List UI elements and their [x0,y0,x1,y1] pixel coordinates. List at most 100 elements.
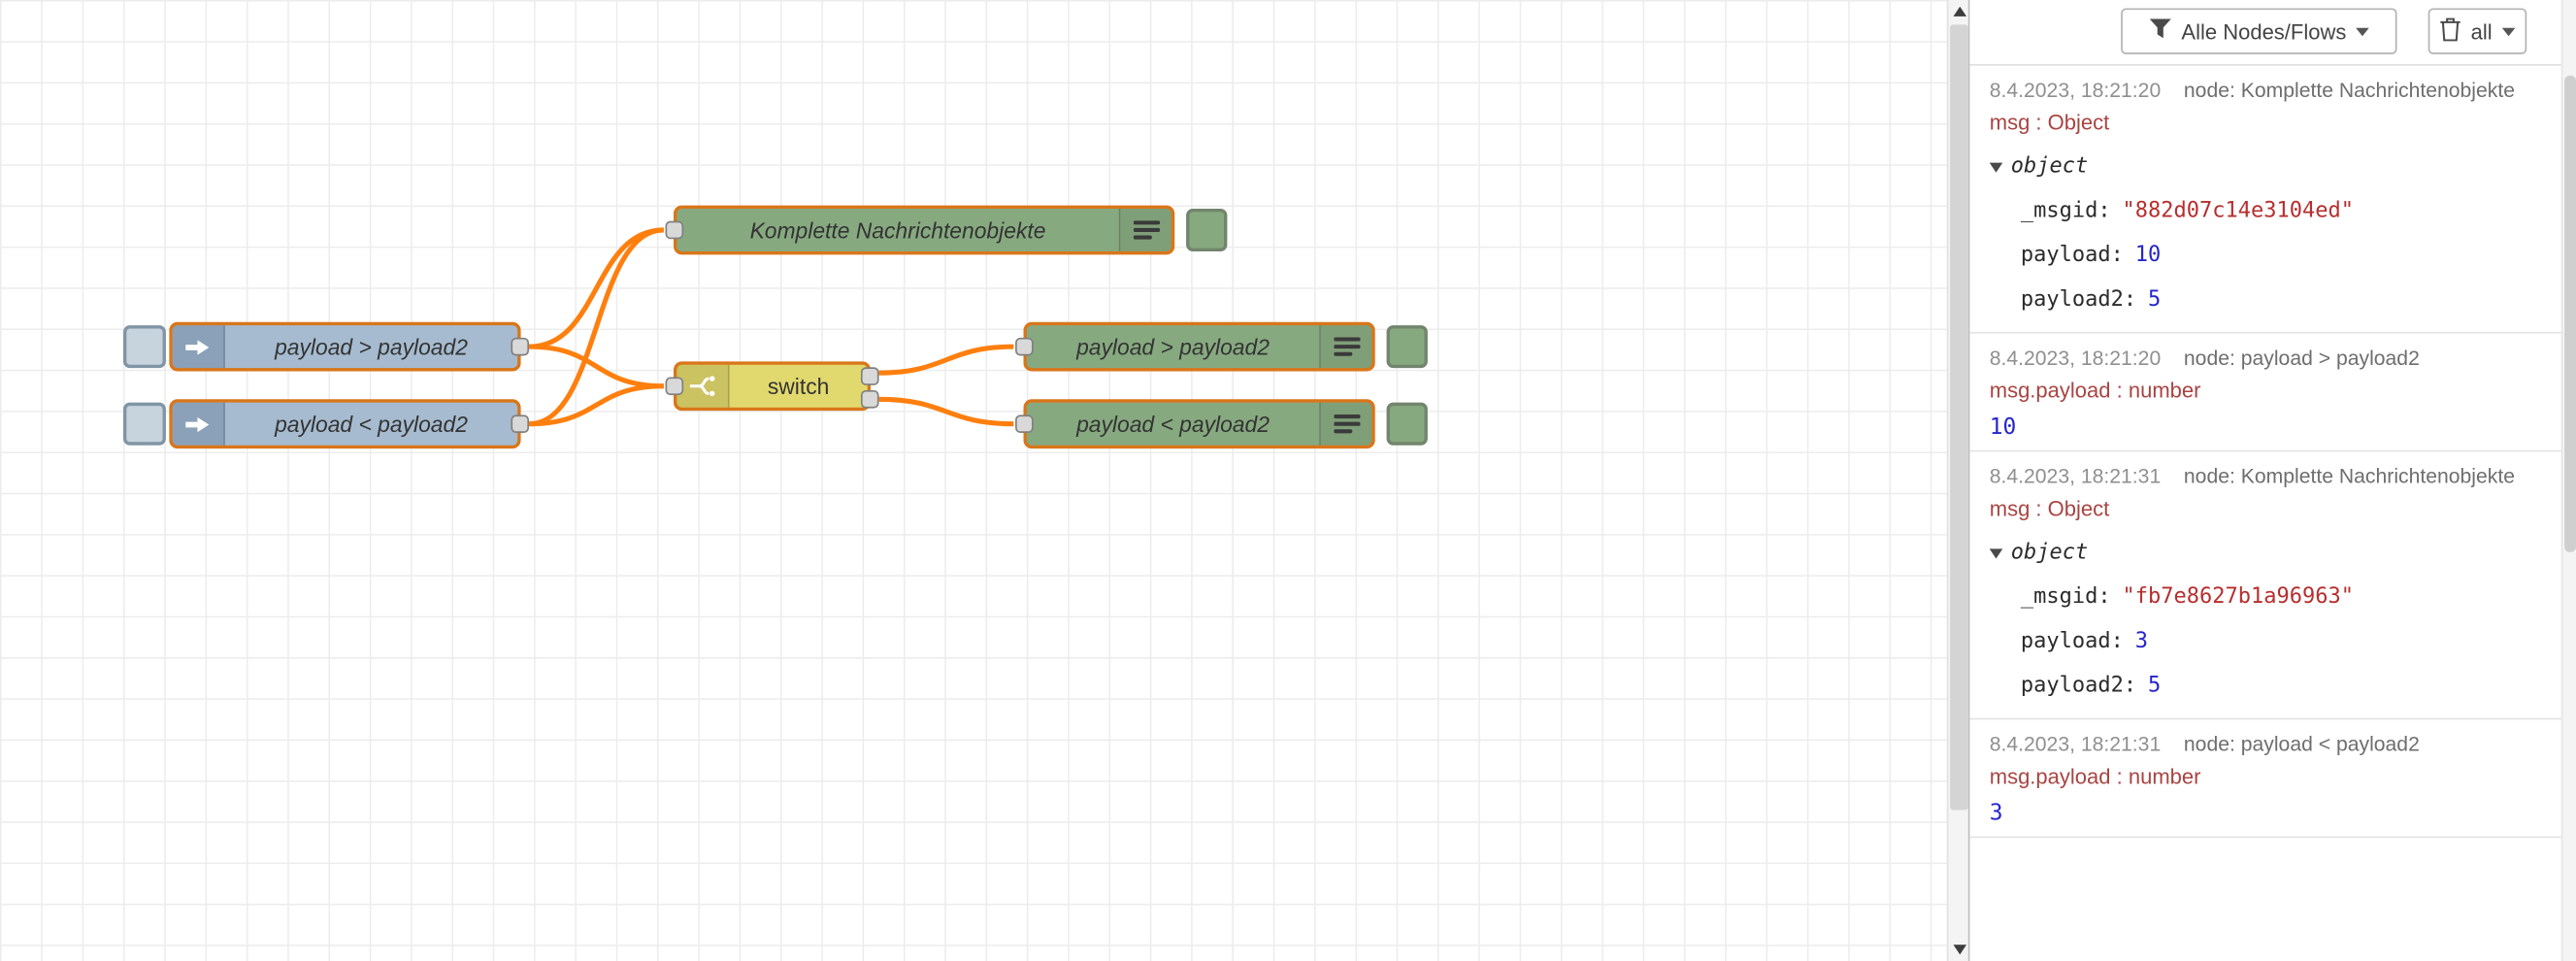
message-source-node: node: payload > payload2 [2183,347,2420,370]
wire[interactable] [528,227,664,427]
property-key: payload2: [2020,287,2137,313]
debug-enable-toggle[interactable] [1386,325,1428,369]
node-switch[interactable]: switch [665,361,879,412]
message-timestamp: 8.4.2023, 18:21:31 [1989,465,2162,488]
object-tree: object _msgid: "fb7e8627b1a96963" payloa… [1989,531,2538,709]
debug-icon [1319,402,1372,446]
inject-icon [172,325,225,369]
property-row: _msgid: "882d07c14e3104ed" [1990,189,2538,234]
scrollbar-thumb[interactable] [2564,75,2576,552]
property-value: 3 [2134,629,2148,654]
scrollbar-thumb[interactable] [1950,24,1968,811]
property-value: 10 [2134,243,2162,268]
node-output-port[interactable] [511,337,530,356]
object-root-row[interactable]: object [1989,145,2538,189]
message-meta: 8.4.2023, 18:21:20 node: Komplette Nachr… [1990,79,2538,102]
node-output-port-1[interactable] [860,367,879,385]
trash-icon [2440,17,2461,46]
debug-message: 8.4.2023, 18:21:31 node: Komplette Nachr… [1969,451,2561,720]
wire[interactable] [529,383,664,427]
property-value: "882d07c14e3104ed" [2122,198,2354,224]
scroll-down-arrow[interactable] [1948,938,1969,961]
node-inject-less[interactable]: payload < payload2 [169,399,530,449]
sidebar-scrollbar[interactable] [2560,0,2576,961]
message-source-node: node: Komplette Nachrichtenobjekte [2183,79,2516,102]
node-debug-greater[interactable]: payload > payload2 [1015,321,1375,372]
node-label: payload < payload2 [275,411,468,437]
node-debug-less[interactable]: payload < payload2 [1015,399,1375,449]
clear-messages-button[interactable]: all [2427,8,2527,54]
message-path: msg : Object [1989,110,2110,135]
property-key: _msgid: [2020,198,2111,224]
debug-icon [1118,208,1172,251]
filter-button-label: Alle Nodes/Flows [2181,18,2347,44]
message-timestamp: 8.4.2023, 18:21:31 [1989,732,2162,756]
collapse-caret-icon[interactable] [1989,161,2003,172]
property-value: 5 [2147,287,2162,313]
node-debug-komplette[interactable]: Komplette Nachrichtenobjekte [665,205,1175,255]
node-input-port[interactable] [665,220,684,240]
message-source-node: node: payload < payload2 [2183,732,2420,756]
node-output-port[interactable] [511,414,530,434]
property-value: "fb7e8627b1a96963" [2122,584,2354,610]
wire[interactable] [878,396,1014,427]
message-path: msg : Object [1989,496,2110,521]
object-root-row[interactable]: object [1989,531,2538,576]
debug-toolbar: Alle Nodes/Flows all [1969,0,2576,66]
message-value: 3 [1989,800,2003,827]
debug-message: 8.4.2023, 18:21:31 node: payload < paylo… [1969,719,2561,839]
wire[interactable] [528,227,664,349]
object-tree: object _msgid: "882d07c14e3104ed" payloa… [1989,145,2538,322]
property-key: _msgid: [2020,584,2111,610]
chevron-down-icon [2356,26,2370,36]
debug-sidebar: Alle Nodes/Flows all 8.4.2023, 18:21:20 … [1967,0,2576,961]
message-source-node: node: Komplette Nachrichtenobjekte [2183,465,2516,488]
collapse-caret-icon[interactable] [1989,547,2003,558]
flow-canvas[interactable]: Komplette Nachrichtenobjekte payload > p… [0,0,1947,961]
debug-messages-list[interactable]: 8.4.2023, 18:21:20 node: Komplette Nachr… [1969,66,2561,961]
node-input-port[interactable] [1015,414,1034,434]
node-input-port[interactable] [1015,337,1034,356]
message-meta: 8.4.2023, 18:21:31 node: Komplette Nachr… [1990,465,2538,488]
node-label: switch [767,374,830,399]
node-output-port-2[interactable] [860,389,879,409]
message-path: msg.payload : number [1989,764,2201,789]
property-key: payload: [2020,243,2124,268]
message-path: msg.payload : number [1989,378,2201,403]
property-row: payload2: 5 [1990,664,2538,709]
inject-icon [172,402,225,446]
node-inject-greater[interactable]: payload > payload2 [169,321,530,372]
debug-enable-toggle[interactable] [1186,208,1228,251]
wire[interactable] [529,344,664,389]
message-meta: 8.4.2023, 18:21:20 node: payload > paylo… [1990,347,2538,370]
debug-icon [1319,325,1372,369]
property-row: payload2: 5 [1990,278,2538,322]
wire[interactable] [878,344,1014,376]
debug-enable-toggle[interactable] [1386,402,1428,446]
inject-trigger-button[interactable] [122,325,166,369]
node-label: Komplette Nachrichtenobjekte [749,217,1046,243]
property-key: payload: [2020,629,2124,654]
object-type-label: object [2010,154,2089,180]
node-label: payload > payload2 [275,334,468,359]
message-timestamp: 8.4.2023, 18:21:20 [1989,79,2162,102]
debug-message: 8.4.2023, 18:21:20 node: Komplette Nachr… [1969,66,2561,334]
filter-nodes-button[interactable]: Alle Nodes/Flows [2121,8,2397,54]
flow-wires [528,227,1014,427]
node-input-port[interactable] [665,377,684,396]
message-value: 10 [1989,414,2017,441]
node-label: payload > payload2 [1076,334,1270,359]
object-type-label: object [2010,540,2089,566]
message-timestamp: 8.4.2023, 18:21:20 [1989,347,2162,370]
property-key: payload2: [2020,673,2137,699]
property-value: 5 [2147,673,2162,699]
switch-icon [677,364,730,408]
canvas-scrollbar[interactable] [1946,0,1969,961]
property-row: payload: 3 [1990,619,2538,664]
message-meta: 8.4.2023, 18:21:31 node: payload < paylo… [1990,733,2538,756]
property-row: _msgid: "fb7e8627b1a96963" [1990,575,2538,619]
scroll-up-arrow[interactable] [1948,0,1969,23]
filter-icon [2149,18,2172,45]
chevron-down-icon [2501,26,2516,36]
inject-trigger-button[interactable] [122,402,166,446]
